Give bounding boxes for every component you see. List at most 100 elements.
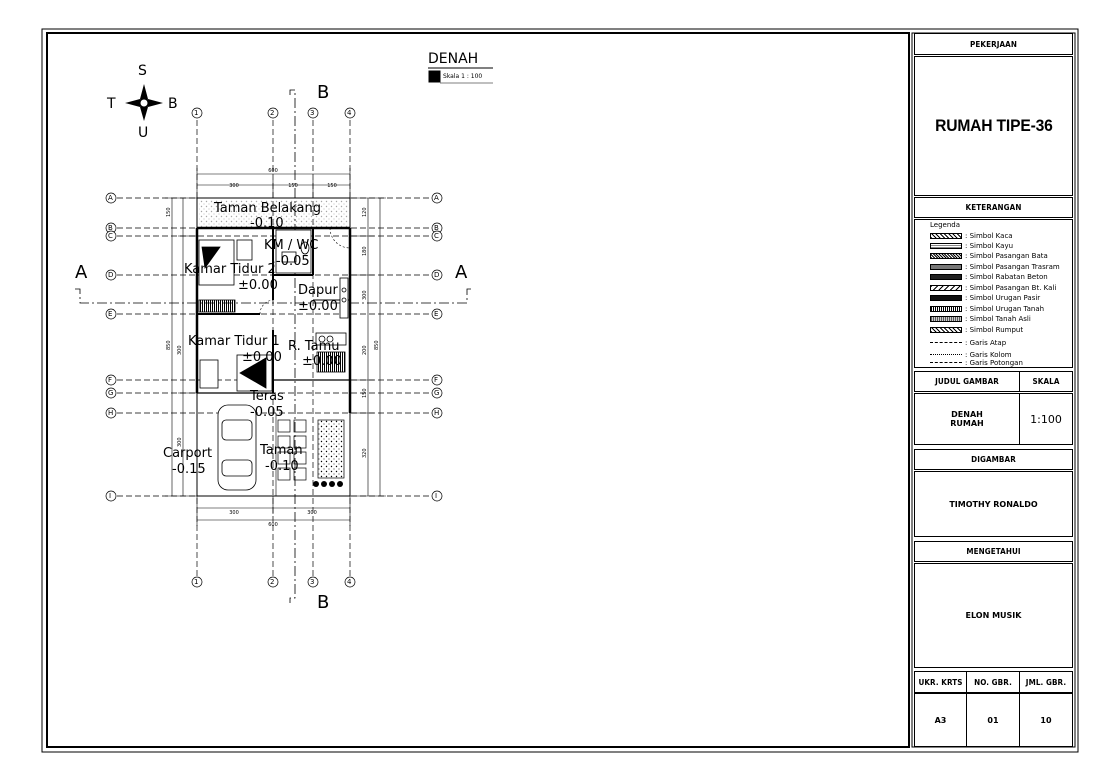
mengetahui-header: MENGETAHUI [914, 541, 1073, 562]
denah-scale: Skala 1 : 100 [443, 73, 483, 80]
svg-text:300: 300 [177, 345, 183, 355]
room-label-km-wc: KM / WC [264, 238, 319, 253]
room-level-km-wc: -0.05 [276, 254, 310, 269]
legend-item-kaca: : Simbol Kaca [930, 231, 1013, 240]
grid-label-b-right: B [434, 224, 439, 232]
legend-line-kolom: : Garis Kolom [930, 350, 1012, 359]
jml-gbr-value: 10 [1019, 693, 1073, 747]
grid-label-2-top: 2 [270, 109, 275, 117]
room-label-taman-belakang: Taman Belakang [214, 201, 322, 216]
legend-swatch-bata [930, 252, 962, 259]
svg-text:850: 850 [374, 340, 380, 350]
skala-header-cell: SKALA [1019, 371, 1073, 392]
section-b-bottom-label: B [317, 592, 330, 613]
svg-text:300: 300 [307, 510, 317, 516]
ukr-krts-label: UKR. KRTS [914, 671, 967, 693]
legend-line-kolom-sample [930, 354, 962, 355]
legend-swatch-pasir [930, 294, 962, 301]
project-title: RUMAH TIPE-36 [934, 116, 1053, 135]
grid-label-1-top: 1 [194, 109, 199, 117]
svg-text:850: 850 [166, 340, 172, 350]
judul-value-line1: DENAH [951, 410, 983, 419]
svg-text:200: 200 [362, 345, 368, 355]
legend-item-tanah-asli: : Simbol Tanah Asli [930, 314, 1031, 323]
compass-west-label: T [107, 96, 116, 112]
svg-text:300: 300 [229, 183, 239, 189]
denah-title: DENAH [428, 51, 479, 67]
no-gbr-label: NO. GBR. [966, 671, 1020, 693]
svg-text:150: 150 [166, 207, 172, 217]
skala-value: 1:100 [1030, 412, 1062, 426]
grid-label-4-bottom: 4 [347, 578, 352, 586]
grid-label-f-right: F [434, 376, 439, 384]
legend-item-pasangan-trasram: : Simbol Pasangan Trasram [930, 262, 1060, 271]
room-label-dapur: Dapur [298, 283, 338, 298]
grid-label-g-left: G [108, 389, 114, 397]
room-level-carport: -0.15 [172, 462, 206, 477]
svg-text:600: 600 [268, 168, 278, 174]
legend-swatch-trasram [930, 263, 962, 270]
section-b-top-label: B [317, 82, 330, 103]
judul-header-cell: JUDUL GAMBAR [914, 371, 1020, 392]
room-level-r-tamu: ±0.00 [302, 354, 342, 369]
grid-label-3-top: 3 [310, 109, 315, 117]
room-level-taman: -0.10 [265, 459, 299, 474]
grid-label-4-top: 4 [347, 109, 352, 117]
svg-text:300: 300 [229, 510, 239, 516]
grid-label-i-right: I [435, 492, 438, 500]
room-label-teras: Teras [250, 389, 284, 404]
grid-label-d-left: D [108, 271, 114, 279]
grid-label-g-right: G [434, 389, 440, 397]
grid-label-3-bottom: 3 [310, 578, 315, 586]
grid-label-2-bottom: 2 [270, 578, 275, 586]
svg-text:600: 600 [268, 522, 278, 528]
no-gbr-value: 01 [966, 693, 1020, 747]
keterangan-header: KETERANGAN [914, 197, 1073, 218]
grid-label-c-right: C [434, 232, 439, 240]
ukr-krts-value: A3 [914, 693, 967, 747]
room-label-r-tamu: R. Tamu [288, 339, 340, 354]
room-level-kamar-tidur-2: ±0.00 [238, 278, 278, 293]
legend-item-rumput: : Simbol Rumput [930, 325, 1023, 334]
legend-swatch-rumput [930, 326, 962, 333]
grid-label-e-left: E [108, 310, 113, 318]
svg-text:180: 180 [362, 246, 368, 256]
judul-value-cell: DENAH RUMAH [914, 393, 1020, 445]
room-label-taman: Taman [260, 443, 303, 458]
compass-icon [125, 84, 163, 121]
legend-item-rabatan-beton: : Simbol Rabatan Beton [930, 272, 1048, 281]
grid-label-f-left: F [108, 376, 113, 384]
grid-label-a-left: A [108, 194, 113, 202]
svg-text:300: 300 [362, 290, 368, 300]
svg-text:320: 320 [362, 448, 368, 458]
room-label-carport: Carport [163, 446, 213, 461]
room-level-teras: -0.05 [250, 405, 284, 420]
grid-label-d-right: D [434, 271, 440, 279]
legend-line-atap: : Garis Atap [930, 338, 1006, 347]
room-label-kamar-tidur-1: Kamar Tidur 1 [188, 334, 280, 349]
legend-item-urugan-pasir: : Simbol Urugan Pasir [930, 293, 1040, 302]
grid-label-e-right: E [434, 310, 439, 318]
section-a-left-label: A [75, 262, 88, 283]
svg-text:300: 300 [177, 437, 183, 447]
legend-swatch-kaca [930, 232, 962, 239]
section-a-right-label: A [455, 262, 468, 283]
grid-label-i-left: I [109, 492, 112, 500]
grid-label-h-right: H [434, 409, 440, 417]
legend-swatch-beton [930, 273, 962, 280]
legend-line-potongan: : Garis Potongan [930, 358, 1023, 367]
digambar-value: TIMOTHY RONALDO [914, 471, 1073, 537]
svg-text:150: 150 [327, 183, 337, 189]
judul-gambar-label: JUDUL GAMBAR [935, 377, 999, 386]
svg-text:120: 120 [362, 207, 368, 217]
grid-label-h-left: H [108, 409, 114, 417]
pekerjaan-header: PEKERJAAN [914, 33, 1073, 55]
legend-swatch-kayu [930, 242, 962, 249]
legend-item-kayu: : Simbol Kayu [930, 241, 1013, 250]
legend-line-atap-sample [930, 342, 962, 343]
skala-label: SKALA [1032, 377, 1060, 386]
grid-label-a-right: A [434, 194, 439, 202]
digambar-header: DIGAMBAR [914, 449, 1073, 470]
